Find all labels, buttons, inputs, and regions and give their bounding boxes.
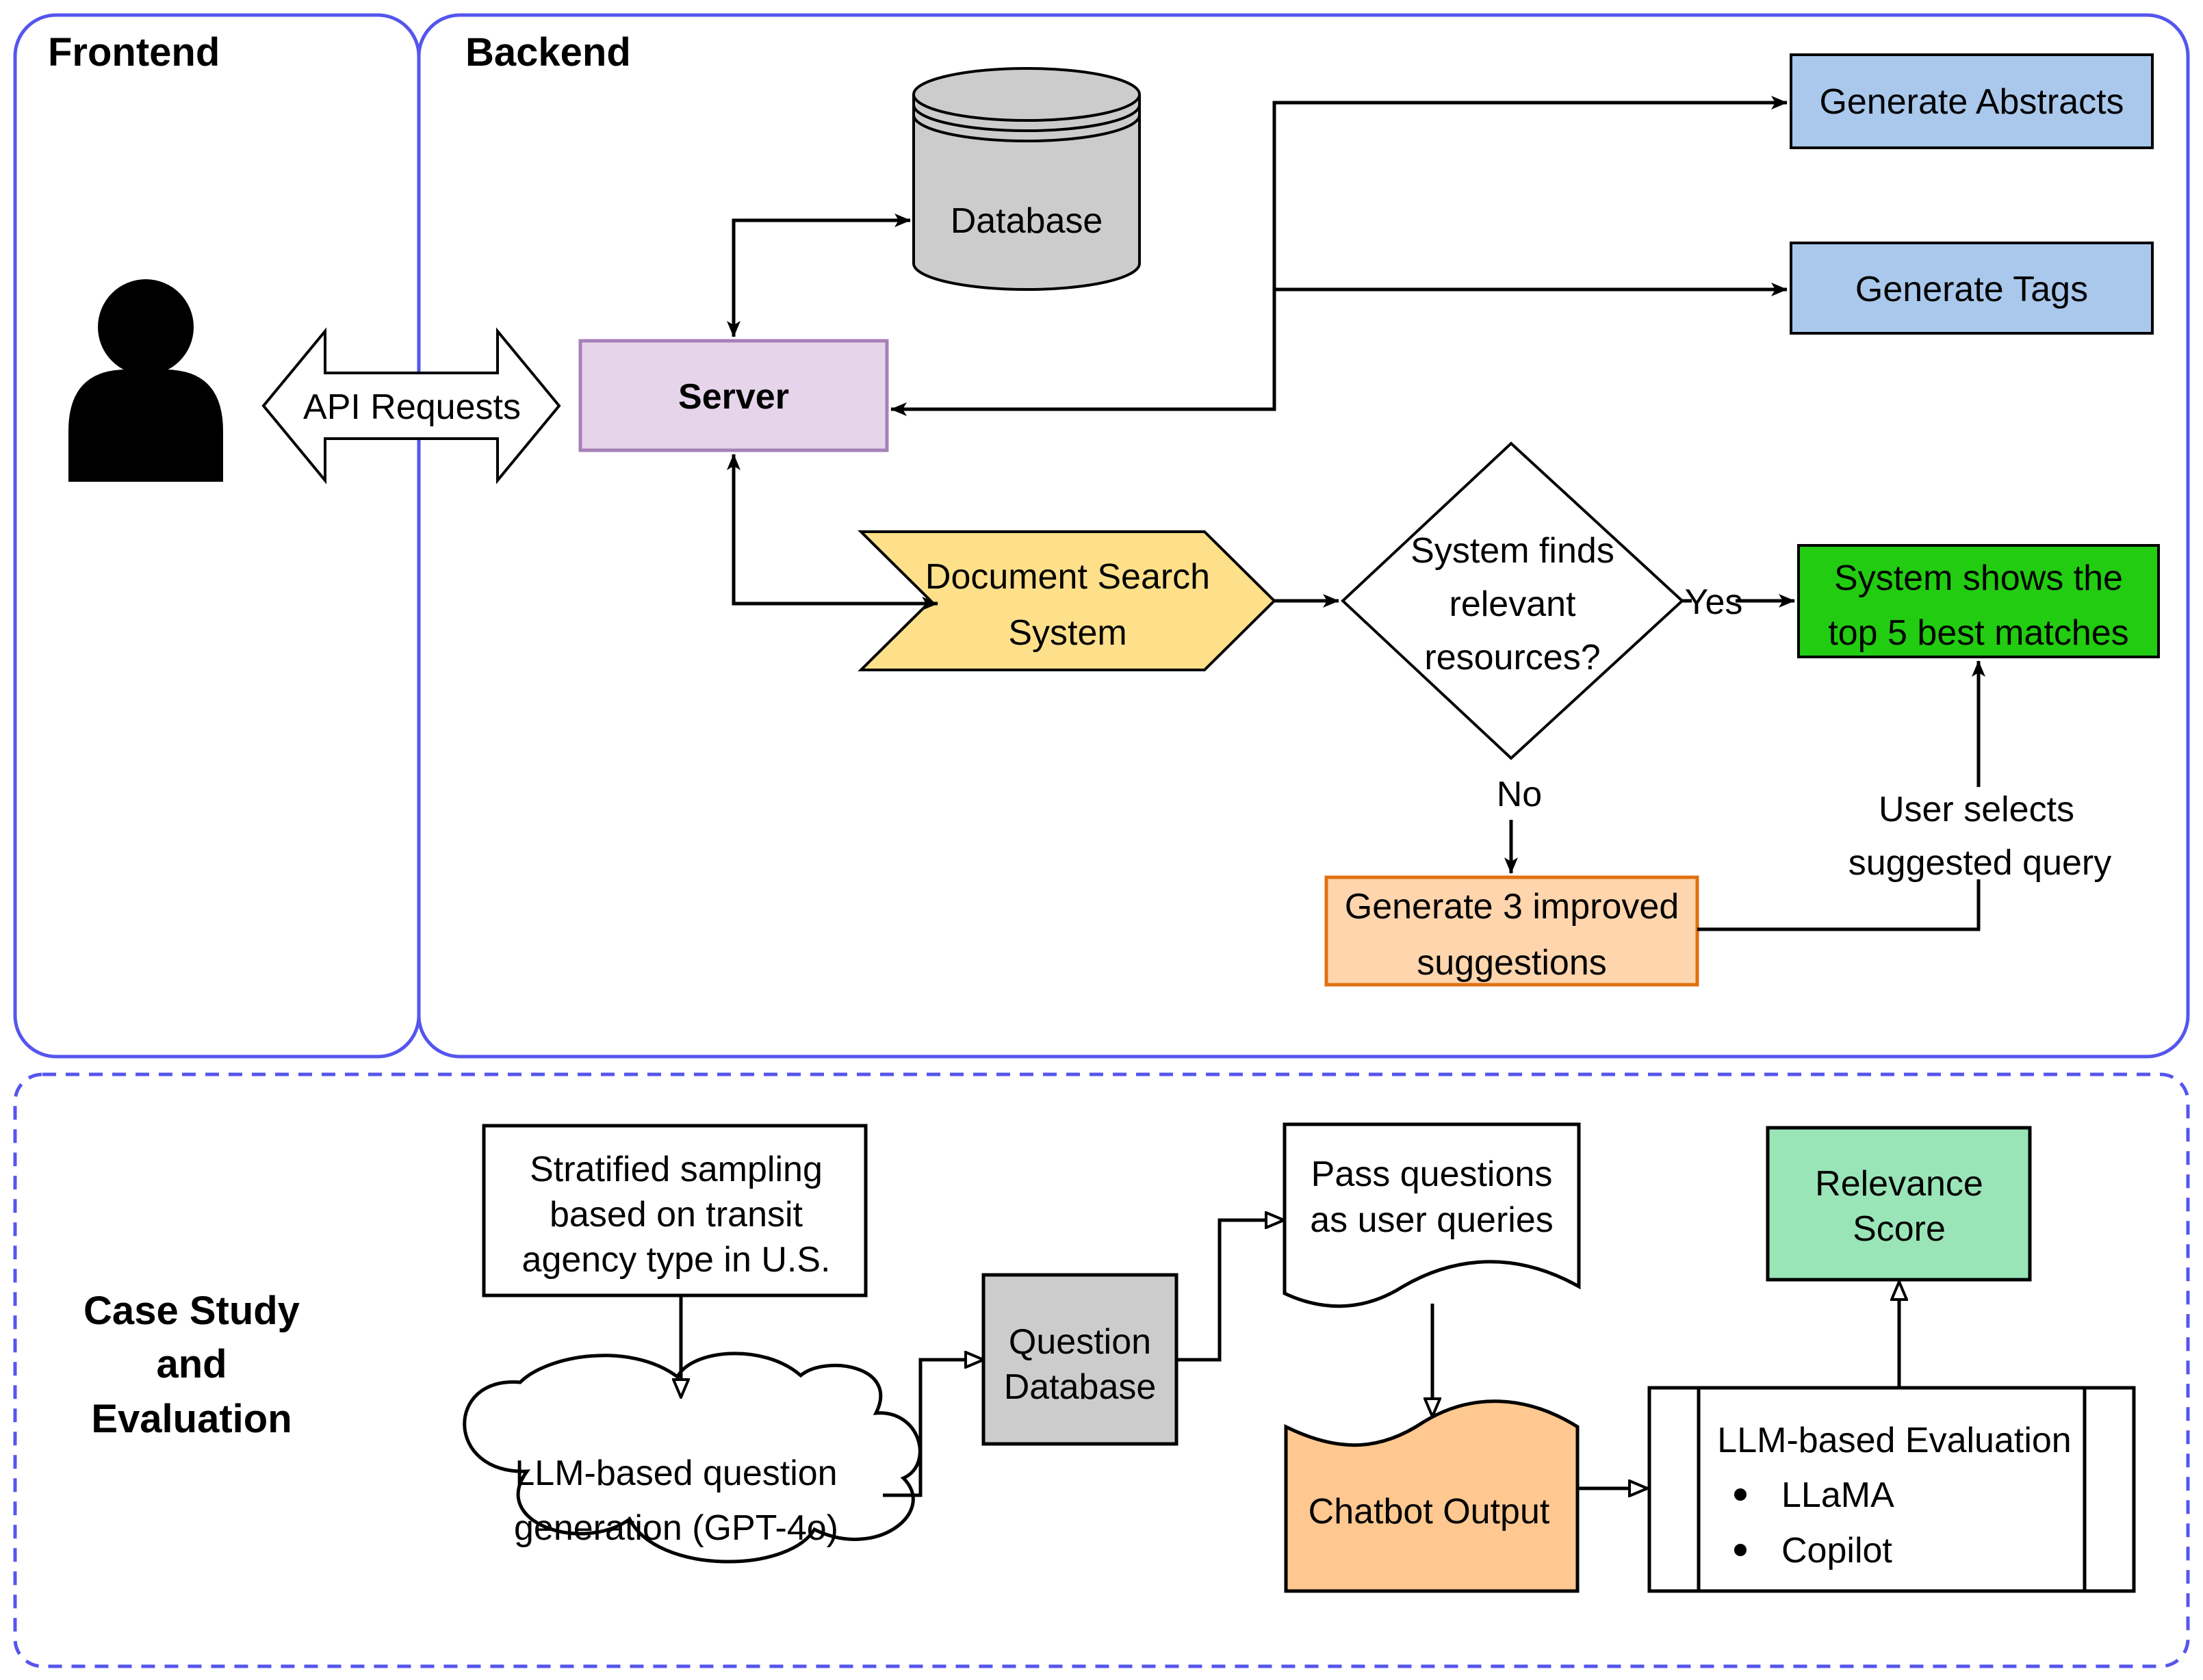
server-node: Server bbox=[578, 339, 889, 452]
document-search-label-1: Document Search bbox=[925, 557, 1210, 597]
user-selects-label-2: suggested query bbox=[1848, 843, 2112, 883]
stratified-label-3: agency type in U.S. bbox=[522, 1240, 831, 1280]
case-study-title-1: Case Study bbox=[83, 1289, 300, 1333]
case-study-title-2: and bbox=[156, 1342, 227, 1386]
llm-question-label-2: generation (GPT-4o) bbox=[514, 1508, 838, 1548]
pass-questions-node: Pass questions as user queries bbox=[1283, 1122, 1581, 1308]
top5-node: System shows the top 5 best matches bbox=[1797, 544, 2160, 658]
user-icon bbox=[68, 279, 223, 482]
decision-label-2: relevant bbox=[1450, 584, 1577, 624]
question-db-label-2: Database bbox=[1004, 1367, 1157, 1407]
bullet-icon bbox=[1734, 1488, 1747, 1501]
decision-label-1: System finds bbox=[1410, 531, 1614, 571]
case-study-connectors bbox=[681, 1220, 1899, 1495]
generate-abstracts-label: Generate Abstracts bbox=[1819, 82, 2124, 122]
llm-question-cloud: LLM-based question generation (GPT-4o) bbox=[463, 1352, 922, 1564]
generate-abstracts-node: Generate Abstracts bbox=[1790, 53, 2154, 149]
stratified-sampling-node: Stratified sampling based on transit age… bbox=[482, 1124, 868, 1297]
chatbot-output-node: Chatbot Output bbox=[1284, 1399, 1580, 1593]
case-study-title-3: Evaluation bbox=[91, 1397, 292, 1441]
decision-node: System finds relevant resources? bbox=[1341, 441, 1684, 760]
user-selects-label-1: User selects bbox=[1879, 790, 2074, 829]
llm-evaluation-node: LLM-based Evaluation LLaMA Copilot bbox=[1647, 1386, 2136, 1593]
frontend-title: Frontend bbox=[48, 30, 220, 75]
relevance-score-node: Relevance Score bbox=[1766, 1126, 2032, 1282]
api-requests-arrow: API Requests bbox=[261, 327, 561, 484]
no-label: No bbox=[1497, 775, 1542, 814]
llm-eval-title: LLM-based Evaluation bbox=[1717, 1421, 2071, 1460]
improved-label-1: Generate 3 improved bbox=[1345, 887, 1679, 927]
yes-label: Yes bbox=[1685, 582, 1743, 622]
top5-label-1: System shows the bbox=[1834, 558, 2123, 598]
backend-section bbox=[417, 13, 2190, 1059]
llm-eval-item-llama: LLaMA bbox=[1781, 1475, 1894, 1515]
question-database-node: Question Database bbox=[981, 1273, 1178, 1446]
top5-label-2: top 5 best matches bbox=[1828, 613, 2128, 653]
pass-questions-label-1: Pass questions bbox=[1311, 1154, 1553, 1194]
chatbot-output-label: Chatbot Output bbox=[1309, 1492, 1550, 1532]
improved-suggestions-node: Generate 3 improved suggestions bbox=[1324, 875, 1699, 987]
case-study-section bbox=[13, 1072, 2190, 1668]
frontend-section bbox=[13, 13, 421, 1059]
generate-tags-label: Generate Tags bbox=[1855, 270, 2088, 309]
api-requests-label: API Requests bbox=[303, 387, 521, 427]
decision-label-3: resources? bbox=[1424, 638, 1600, 677]
stratified-label-1: Stratified sampling bbox=[530, 1150, 823, 1189]
improved-label-2: suggestions bbox=[1417, 943, 1607, 983]
server-label: Server bbox=[678, 377, 789, 417]
document-search-label-2: System bbox=[1008, 613, 1126, 653]
pass-questions-label-2: as user queries bbox=[1310, 1200, 1554, 1240]
generate-tags-node: Generate Tags bbox=[1790, 242, 2154, 335]
llm-eval-item-copilot: Copilot bbox=[1781, 1531, 1892, 1571]
backend-connectors bbox=[727, 96, 1985, 931]
question-db-label-1: Question bbox=[1009, 1322, 1151, 1362]
backend-title: Backend bbox=[465, 30, 631, 75]
llm-question-label-1: LLM-based question bbox=[515, 1453, 837, 1493]
relevance-label-1: Relevance bbox=[1815, 1164, 1983, 1204]
database-node: Database bbox=[912, 67, 1141, 291]
bullet-icon bbox=[1734, 1544, 1747, 1556]
stratified-label-2: based on transit bbox=[550, 1195, 803, 1235]
database-label: Database bbox=[951, 201, 1103, 241]
relevance-label-2: Score bbox=[1853, 1209, 1946, 1249]
document-search-node: Document Search System bbox=[858, 530, 1276, 671]
